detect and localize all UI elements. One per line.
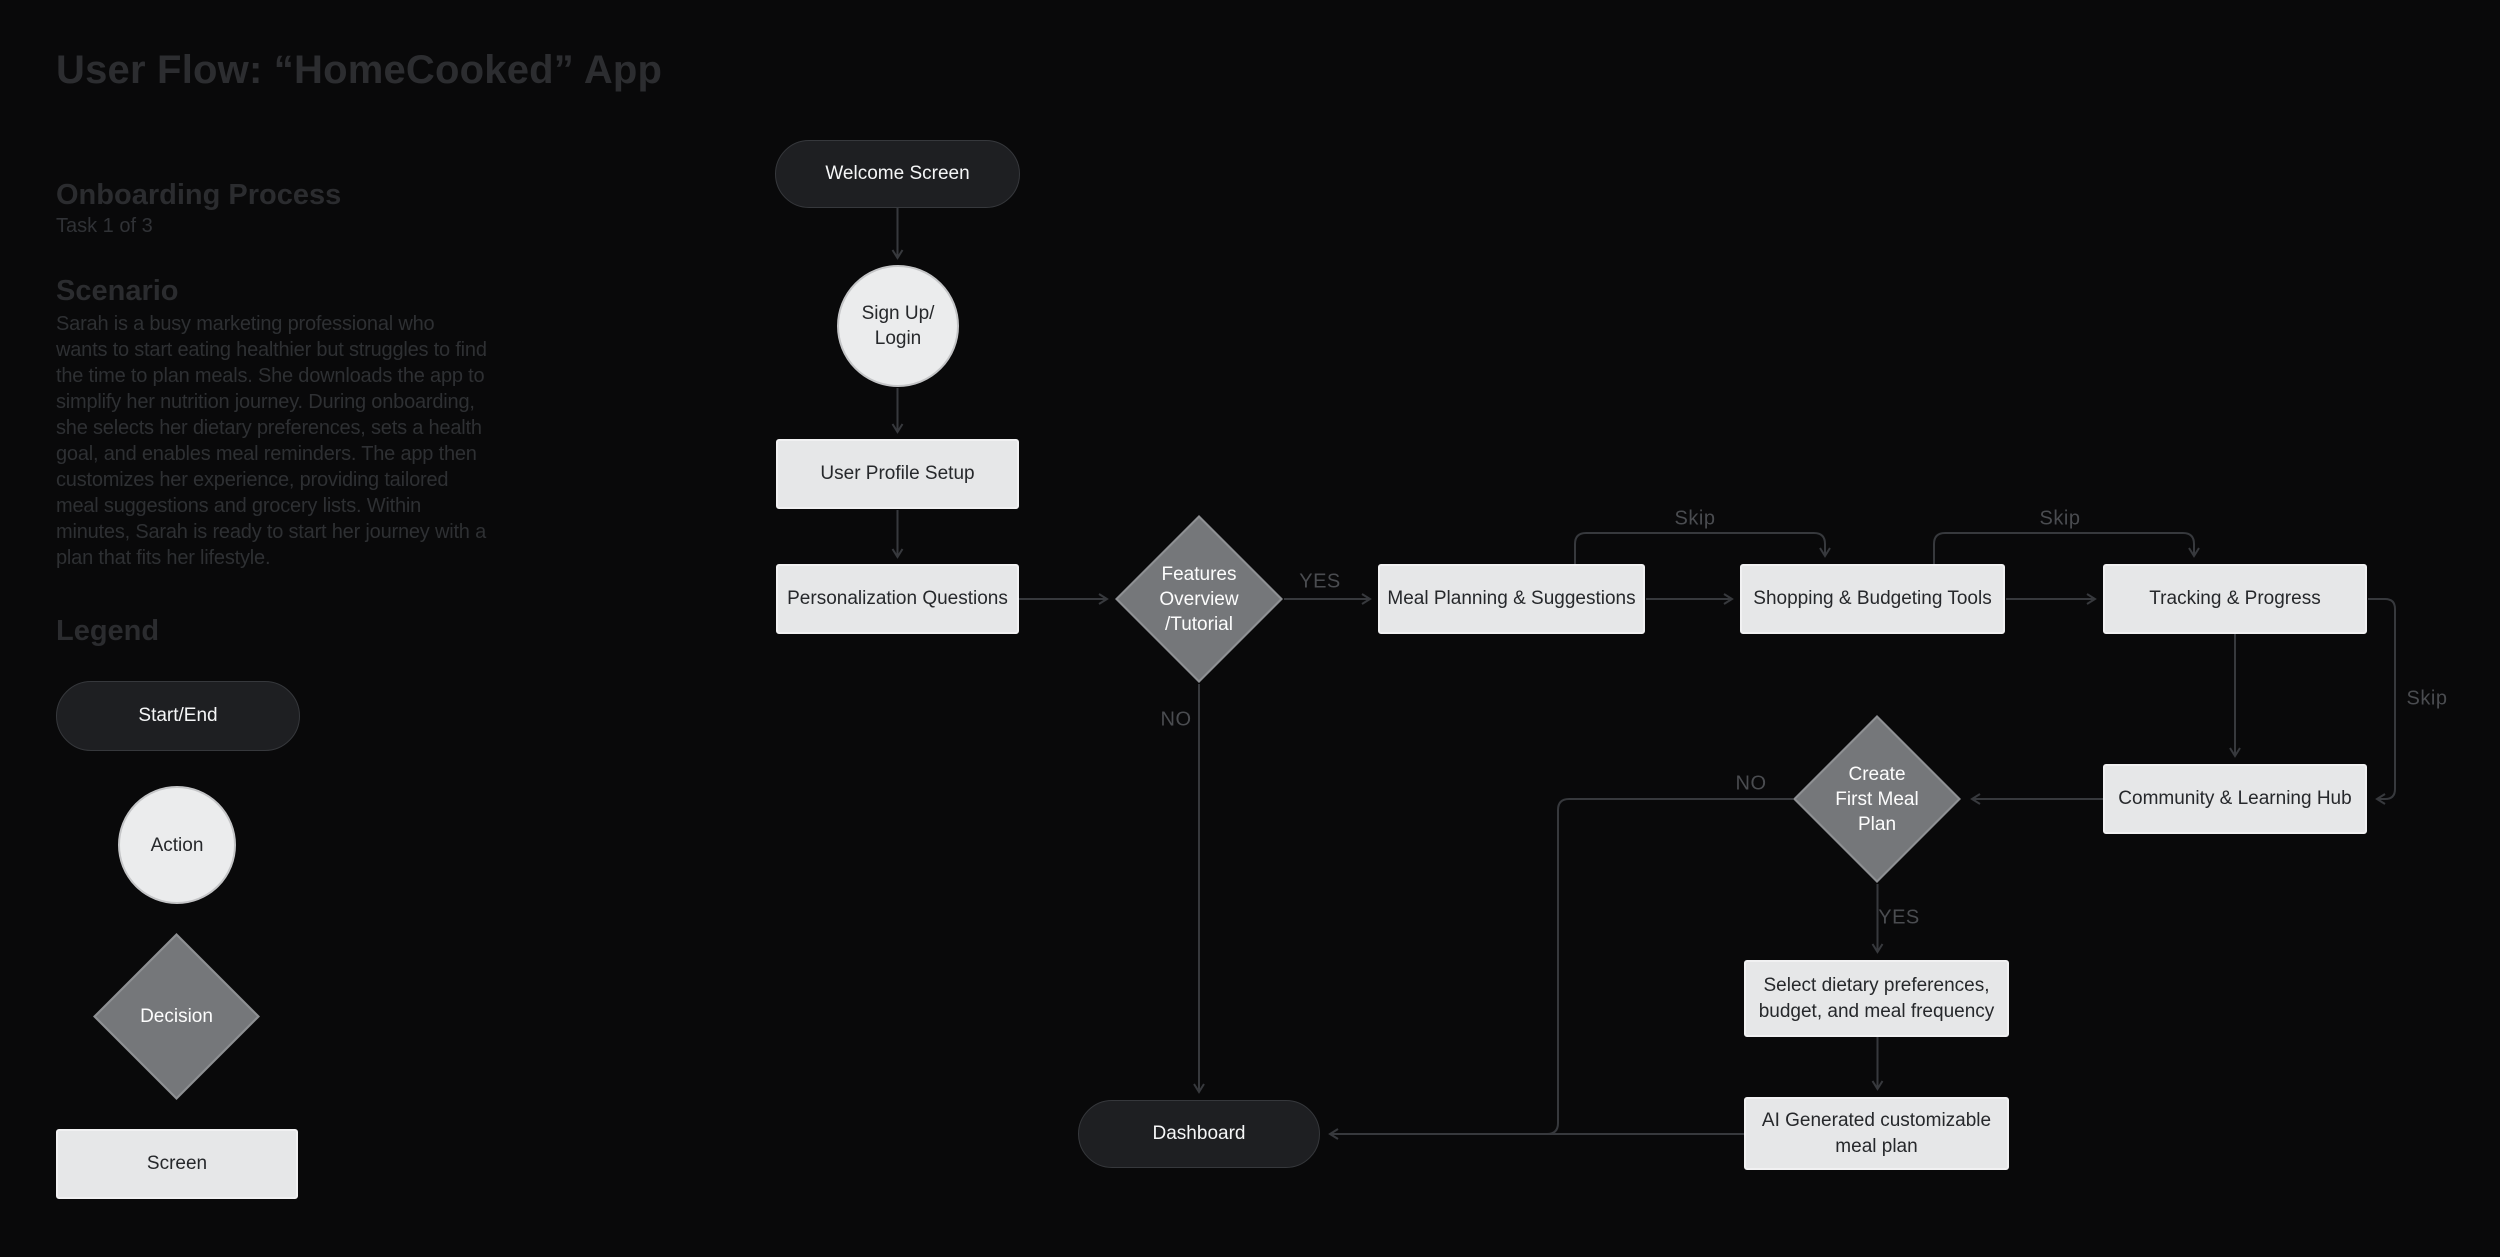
ai-meal-plan-line1: AI Generated customizable	[1761, 1109, 1992, 1131]
section-title-legend: Legend	[56, 615, 160, 647]
edge-label-create-yes: YES	[1878, 906, 1920, 929]
flow-node-shopping-budgeting-label: Shopping & Budgeting Tools	[1753, 588, 1992, 609]
edge-label-create-no: NO	[1735, 772, 1767, 795]
flow-node-meal-planning: Meal Planning & Suggestions	[1378, 564, 1645, 634]
scenario-text: Sarah is a busy marketing professional w…	[56, 313, 487, 569]
section-title-onboarding: Onboarding Process	[56, 179, 342, 211]
flow-node-signup-login: Sign Up/ Login	[837, 265, 959, 387]
legend-start-end-label: Start/End	[138, 705, 218, 726]
ai-meal-plan-line2: meal plan	[1835, 1135, 1918, 1157]
flow-node-signup-line1: Sign Up/	[861, 303, 935, 324]
legend-action: Action	[118, 786, 236, 904]
edge-label-skip-tracking: Skip	[2406, 687, 2448, 710]
flow-node-features-overview-decision: Features Overview /Tutorial	[1115, 515, 1283, 683]
section-title-scenario: Scenario	[56, 275, 179, 307]
features-line3: /Tutorial	[1165, 613, 1233, 635]
flow-node-dashboard-label: Dashboard	[1152, 1123, 1246, 1144]
select-preferences-line2: budget, and meal frequency	[1758, 1000, 1995, 1022]
flow-node-tracking-progress-label: Tracking & Progress	[2149, 588, 2321, 609]
edge-skip-meal-to-shopping	[1574, 532, 1831, 564]
legend-start-end: Start/End	[56, 681, 300, 751]
task-counter: Task 1 of 3	[56, 215, 153, 237]
features-line1: Features	[1161, 563, 1237, 585]
edge-skip-tracking-to-community	[2368, 598, 2396, 805]
flow-node-ai-meal-plan: AI Generated customizable meal plan	[1744, 1097, 2009, 1170]
legend-decision: Decision	[93, 933, 260, 1100]
edge-label-features-yes: YES	[1299, 570, 1341, 593]
create-plan-line2: First Meal	[1835, 788, 1919, 810]
flow-node-personalization-questions-label: Personalization Questions	[787, 588, 1008, 609]
flow-node-welcome-screen-label: Welcome Screen	[825, 163, 970, 184]
edge-label-features-no: NO	[1160, 708, 1192, 731]
create-plan-line3: Plan	[1857, 813, 1897, 835]
flow-node-shopping-budgeting: Shopping & Budgeting Tools	[1740, 564, 2005, 634]
page-title: User Flow: “HomeCooked” App	[56, 48, 663, 92]
flow-node-user-profile-setup: User Profile Setup	[776, 439, 1019, 509]
flow-node-signup-line2: Login	[874, 328, 922, 349]
flow-node-meal-planning-label: Meal Planning & Suggestions	[1387, 588, 1636, 609]
flow-node-welcome-screen: Welcome Screen	[775, 140, 1020, 208]
features-line2: Overview	[1159, 588, 1239, 610]
edge-skip-shopping-to-tracking	[1933, 532, 2200, 564]
flow-node-community-learning-hub-label: Community & Learning Hub	[2118, 788, 2352, 809]
flow-node-tracking-progress: Tracking & Progress	[2103, 564, 2367, 634]
flow-node-user-profile-setup-label: User Profile Setup	[820, 463, 975, 484]
edge-label-skip-shopping: Skip	[2039, 507, 2081, 530]
edge-label-skip-meal: Skip	[1674, 507, 1716, 530]
legend-screen-label: Screen	[146, 1153, 208, 1174]
legend-screen: Screen	[56, 1129, 298, 1199]
legend-action-label: Action	[150, 834, 204, 856]
flow-node-community-learning-hub: Community & Learning Hub	[2103, 764, 2367, 834]
select-preferences-line1: Select dietary preferences,	[1763, 974, 1990, 996]
flow-node-dashboard: Dashboard	[1078, 1100, 1320, 1168]
flow-node-personalization-questions: Personalization Questions	[776, 564, 1019, 634]
create-plan-line1: Create	[1848, 763, 1906, 785]
legend-decision-label: Decision	[140, 1006, 213, 1027]
flow-node-create-first-meal-plan-decision: Create First Meal Plan	[1793, 715, 1961, 883]
flow-node-select-preferences: Select dietary preferences, budget, and …	[1744, 960, 2009, 1037]
